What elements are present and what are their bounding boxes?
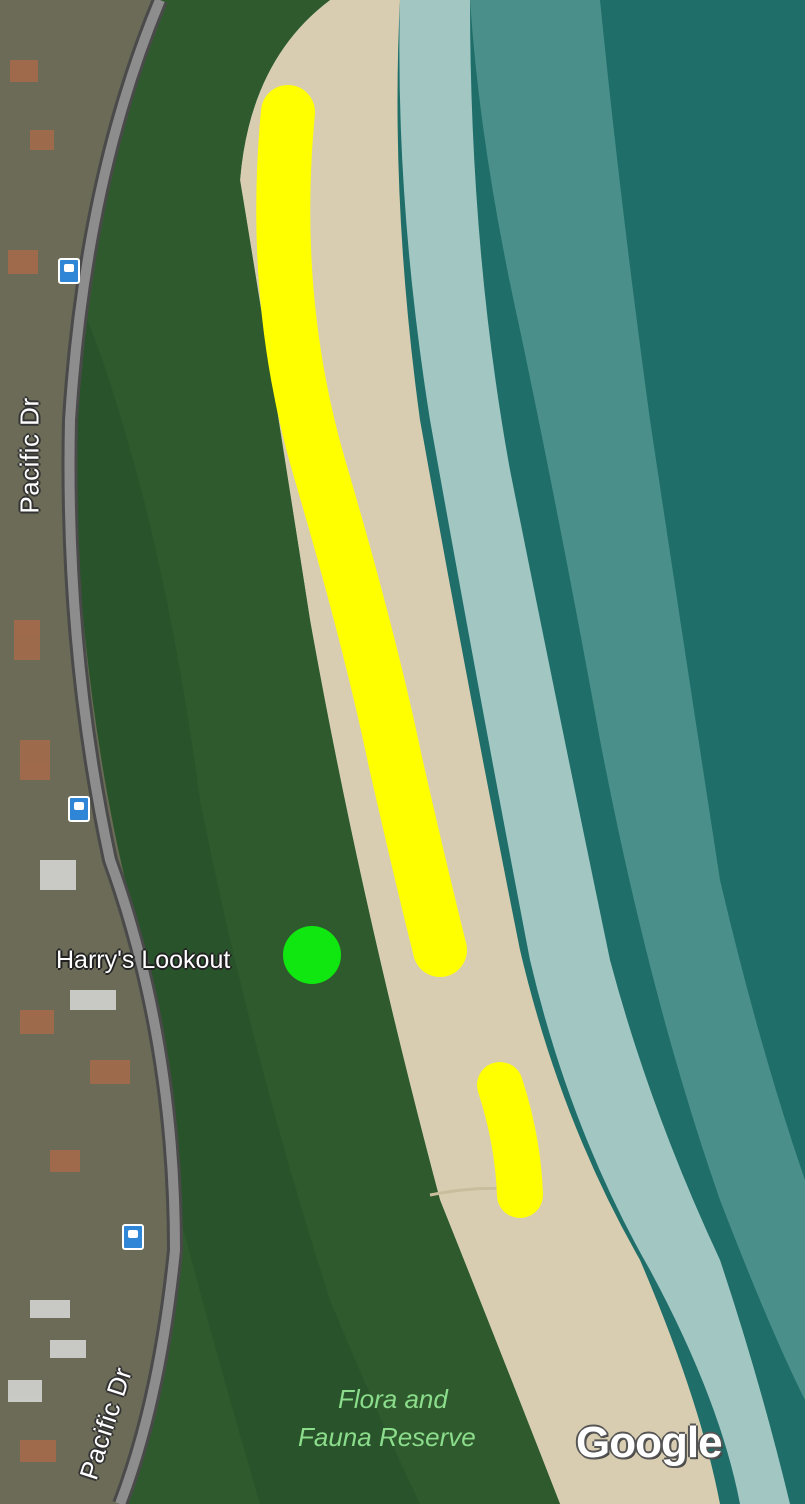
reserve-label-line1: Flora and bbox=[338, 1384, 448, 1414]
road-label-pacific-dr: Pacific Dr bbox=[14, 397, 45, 514]
poi-marker-icon[interactable] bbox=[283, 926, 341, 984]
highlight-beach-north bbox=[256, 85, 467, 977]
bus-stop-icon[interactable] bbox=[68, 796, 90, 822]
google-logo: Google bbox=[576, 1418, 723, 1467]
bus-stop-icon[interactable] bbox=[122, 1224, 144, 1250]
bus-stop-icon[interactable] bbox=[58, 258, 80, 284]
reserve-label-line2: Fauna Reserve bbox=[298, 1422, 476, 1452]
poi-label-harrys-lookout[interactable]: Harry's Lookout bbox=[56, 946, 231, 974]
highlight-beach-south bbox=[477, 1062, 543, 1218]
